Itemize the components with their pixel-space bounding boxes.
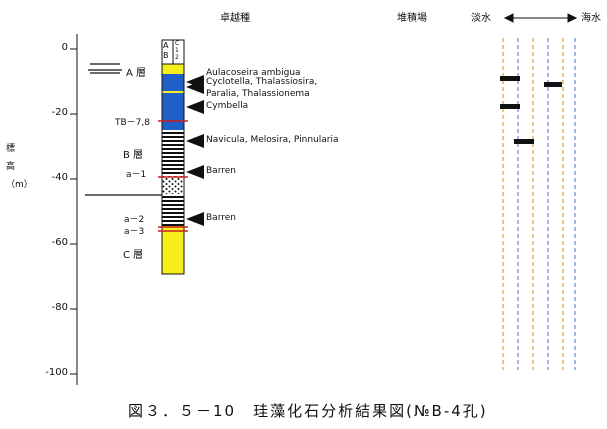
sample-arrow (186, 134, 204, 148)
layer-gravel (162, 176, 184, 194)
surface-lines (85, 63, 162, 196)
taxon-label: Navicula, Melosira, Pinnularia (206, 135, 339, 145)
layer-silt (162, 194, 184, 226)
environment-bar (544, 82, 562, 87)
taxon-label: Barren (206, 166, 236, 176)
layer-diatomite (162, 74, 184, 130)
layer-label-a2: a－2 (124, 215, 145, 225)
sample-arrow (186, 100, 204, 114)
depth-axis (70, 34, 78, 385)
tick-label: -20 (51, 107, 68, 118)
taxon-label: Paralia, Thalassionema (206, 89, 310, 99)
layer-label-b: B 層 (123, 150, 144, 161)
freshwater-header: 淡水 (471, 13, 491, 24)
marine-header: 海水 (581, 13, 601, 24)
layer-label-a: A 層 (126, 68, 147, 79)
tick-label: -40 (51, 172, 68, 183)
figure-caption: 図３．５－10 珪藻化石分析結果図(№B-4孔) (128, 402, 488, 420)
environment-header: 堆積場 (397, 13, 427, 24)
layer-sand (162, 64, 184, 74)
layer-silt (162, 130, 184, 176)
taxon-label: Cyclotella, Thalassiosira, (206, 77, 318, 87)
sample-arrow (186, 165, 204, 179)
taxon-label: Barren (206, 213, 236, 223)
sample-arrow (186, 212, 204, 226)
core-column (158, 39, 188, 275)
tick-label: 0 (61, 42, 68, 53)
environment-guides (502, 38, 576, 370)
environment-bar (514, 139, 534, 144)
environment-bars (500, 76, 562, 144)
layer-label-tb: TB－7,8 (115, 118, 150, 128)
environment-bar (500, 76, 520, 81)
sample-arrows (186, 75, 204, 226)
sample-arrow (186, 80, 204, 94)
taxon-label: Aulacoseira ambigua (206, 68, 301, 78)
core-header-a: A B (163, 41, 169, 60)
layer-label-a1: a－1 (126, 170, 147, 180)
tick-label: -80 (51, 302, 68, 313)
taxon-label: Cymbella (206, 101, 249, 111)
dominant-species-header: 卓越種 (220, 13, 250, 24)
layer-label-c: C 層 (123, 250, 144, 261)
tick-label: -100 (45, 367, 68, 378)
fresh-marine-arrow (503, 13, 578, 23)
core-header-c: C 1 2 (175, 40, 180, 61)
tick-label: -60 (51, 237, 68, 248)
environment-bar (500, 104, 520, 109)
layer-sand (162, 226, 184, 274)
layer-label-a3: a－3 (124, 227, 145, 237)
